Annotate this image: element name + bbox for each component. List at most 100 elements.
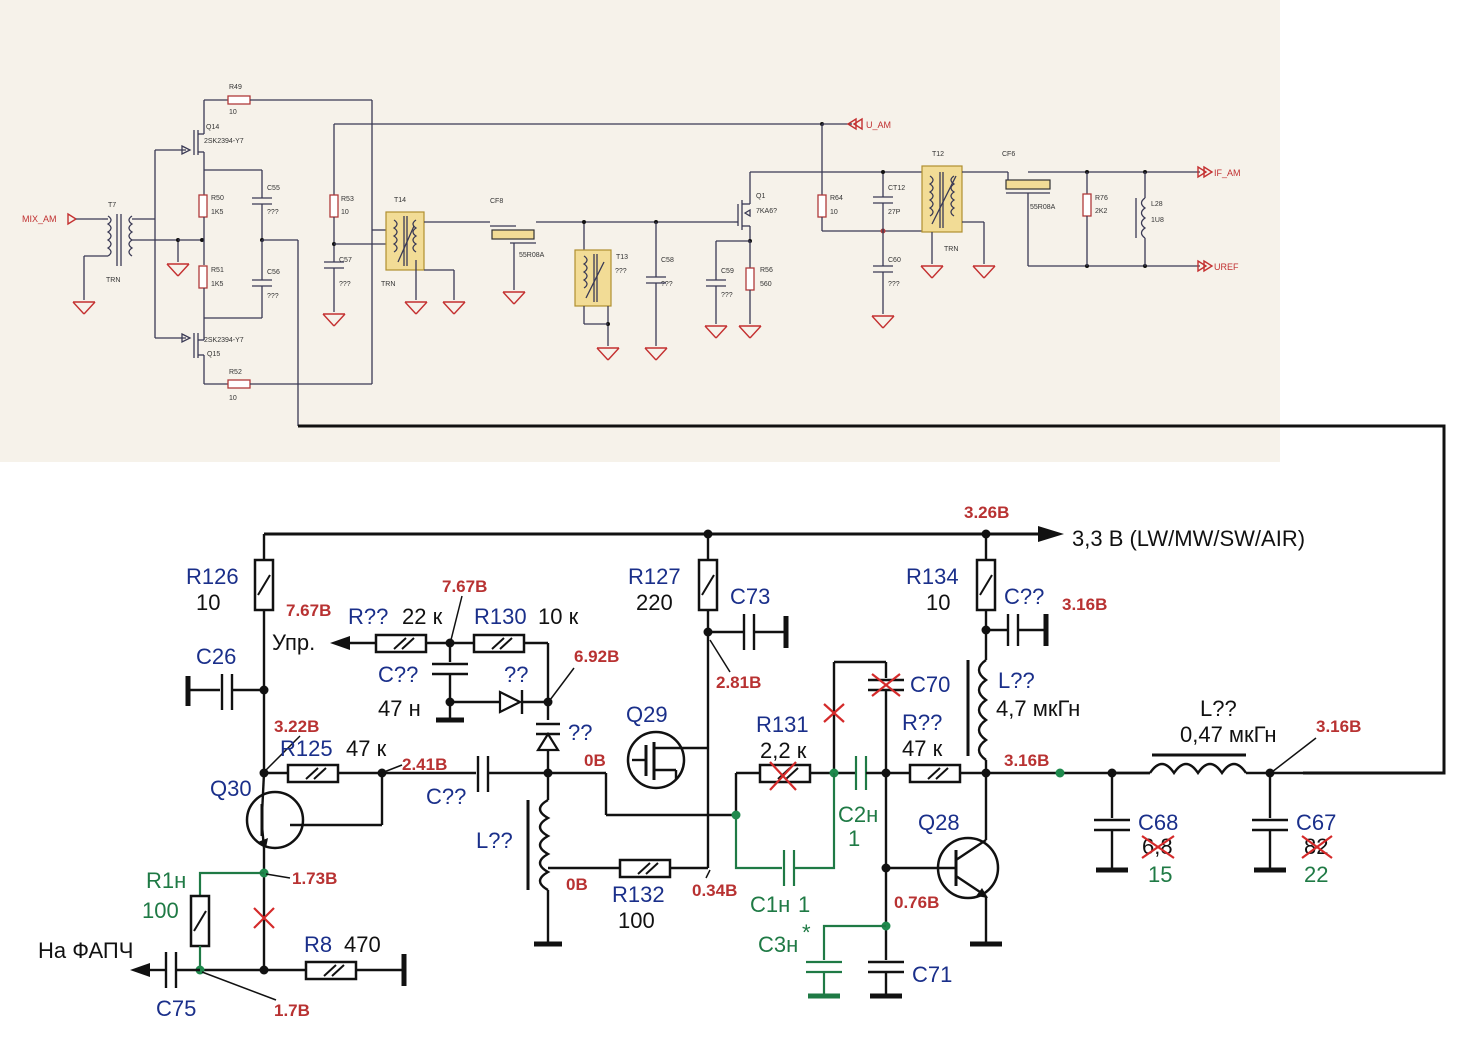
svg-text:15: 15 bbox=[1148, 862, 1172, 887]
resistor-r134: R134 10 bbox=[906, 558, 997, 615]
voltage-q29-source: 0.34В bbox=[692, 881, 737, 900]
svg-text:??: ?? bbox=[504, 662, 528, 687]
svg-text:C59: C59 bbox=[721, 268, 734, 275]
svg-text:55R08A: 55R08A bbox=[519, 252, 545, 259]
voltage-q30-collector: 3.22В bbox=[274, 717, 319, 736]
bottom-schematic-panel: 3,3 В (LW/MW/SW/AIR) 3.26В R126 10 C26 bbox=[38, 503, 1361, 1021]
capacitor-c67: C67 82 22 bbox=[1252, 773, 1336, 887]
capacitor-c75: C75 bbox=[150, 952, 200, 1021]
svg-text:C1н: C1н bbox=[750, 892, 790, 917]
voltage-tap: 0В bbox=[566, 875, 588, 894]
resistor-r52: R52 10 bbox=[204, 369, 372, 402]
svg-text:1: 1 bbox=[798, 892, 810, 917]
svg-text:1U8: 1U8 bbox=[1151, 217, 1164, 224]
svg-text:R56: R56 bbox=[760, 267, 773, 274]
svg-text:???: ??? bbox=[661, 281, 673, 288]
resistor-r126: R126 10 bbox=[186, 558, 275, 615]
svg-text:R1н: R1н bbox=[146, 868, 186, 893]
net-label-if-am: IF_AM bbox=[1214, 168, 1241, 178]
svg-text:2K2: 2K2 bbox=[1095, 208, 1108, 215]
svg-text:CT12: CT12 bbox=[888, 185, 905, 192]
svg-text:4,7 мкГн: 4,7 мкГн bbox=[996, 696, 1080, 721]
voltage-output: 3.16В bbox=[1316, 717, 1361, 736]
transistor-q28: Q28 bbox=[886, 810, 1000, 900]
svg-text:R126: R126 bbox=[186, 564, 239, 589]
inductor-output: L?? 0,47 мкГн bbox=[1149, 696, 1277, 776]
svg-text:47 к: 47 к bbox=[346, 736, 387, 761]
resistor-r132: R132 100 bbox=[612, 858, 672, 933]
svg-text:1K5: 1K5 bbox=[211, 209, 224, 216]
svg-text:T14: T14 bbox=[394, 197, 406, 204]
svg-text:C??: C?? bbox=[1004, 584, 1044, 609]
capacitor-c71: C71 bbox=[868, 960, 952, 999]
svg-text:C57: C57 bbox=[339, 257, 352, 264]
svg-text:Q15: Q15 bbox=[207, 351, 220, 358]
svg-text:470: 470 bbox=[344, 932, 381, 957]
ceramic-filter-cf6: CF6 55R08A bbox=[1002, 151, 1200, 267]
voltage-pll-node: 1.7В bbox=[274, 1001, 310, 1020]
transistor-q30: Q30 bbox=[210, 772, 305, 850]
net-label-u-am: U_AM bbox=[866, 120, 891, 130]
svg-text:R127: R127 bbox=[628, 564, 681, 589]
svg-text:Q29: Q29 bbox=[626, 702, 668, 727]
svg-text:???: ??? bbox=[888, 281, 900, 288]
svg-text:10 к: 10 к bbox=[538, 604, 579, 629]
svg-text:L??: L?? bbox=[1200, 696, 1237, 721]
transistor-q1: Q1 7KA6? bbox=[734, 171, 922, 241]
transistor-q29: Q29 bbox=[626, 702, 708, 790]
svg-text:TRN: TRN bbox=[106, 277, 120, 284]
pll-arrow-icon bbox=[130, 963, 150, 977]
transformer-t13: T13 ??? bbox=[574, 249, 628, 361]
svg-text:0,47 мкГн: 0,47 мкГн bbox=[1180, 722, 1277, 747]
ceramic-filter-cf8: CF8 55R08A bbox=[490, 198, 734, 305]
svg-text:R53: R53 bbox=[341, 196, 354, 203]
voltage-q29-drain: 2.81В bbox=[716, 673, 761, 692]
svg-text:1: 1 bbox=[848, 826, 860, 851]
svg-text:???: ??? bbox=[267, 209, 279, 216]
pll-label: На ФАПЧ bbox=[38, 938, 133, 963]
svg-text:R51: R51 bbox=[211, 267, 224, 274]
svg-text:22 к: 22 к bbox=[402, 604, 443, 629]
svg-text:2SK2394-Y7: 2SK2394-Y7 bbox=[204, 138, 244, 145]
svg-text:TRN: TRN bbox=[381, 281, 395, 288]
svg-text:10: 10 bbox=[229, 395, 237, 402]
svg-text:10: 10 bbox=[830, 209, 838, 216]
resistor-r49: R49 10 bbox=[204, 84, 372, 116]
svg-text:C67: C67 bbox=[1296, 810, 1336, 835]
svg-text:R125: R125 bbox=[280, 736, 333, 761]
svg-text:T13: T13 bbox=[616, 254, 628, 261]
capacitor-ct12: CT12 27P bbox=[872, 185, 905, 231]
voltage-supply-rail: 3.26В bbox=[964, 503, 1009, 522]
transistor-q14: Q14 2SK2394-Y7 bbox=[155, 100, 244, 195]
svg-text:R49: R49 bbox=[229, 84, 242, 91]
capacitor-c59: C59 ??? bbox=[704, 268, 734, 339]
svg-text:R131: R131 bbox=[756, 712, 809, 737]
modification-r1n: R1н 100 bbox=[142, 868, 264, 970]
resistor-r127: R127 220 bbox=[628, 558, 719, 615]
svg-text:47 к: 47 к bbox=[902, 736, 943, 761]
capacitor-c57: C57 ??? bbox=[322, 257, 352, 327]
capacitor-c55: C55 ??? bbox=[251, 170, 280, 240]
modification-c2n: C2н 1 bbox=[838, 756, 878, 851]
svg-text:R??: R?? bbox=[902, 710, 942, 735]
svg-text:L28: L28 bbox=[1151, 201, 1163, 208]
svg-text:2SK2394-Y7: 2SK2394-Y7 bbox=[204, 337, 244, 344]
voltage-gate: 0В bbox=[584, 751, 606, 770]
svg-text:L??: L?? bbox=[998, 668, 1035, 693]
svg-text:27P: 27P bbox=[888, 209, 901, 216]
svg-text:R??: R?? bbox=[348, 604, 388, 629]
svg-text:C26: C26 bbox=[196, 644, 236, 669]
net-label-uref: UREF bbox=[1214, 262, 1239, 272]
capacitor-c58: C58 ??? bbox=[644, 220, 674, 361]
svg-text:C??: C?? bbox=[378, 662, 418, 687]
resistor-r50: R50 1K5 bbox=[198, 194, 224, 218]
transistor-q15: 2SK2394-Y7 Q15 bbox=[155, 332, 244, 384]
resistor-r131: R131 2,2 к bbox=[756, 712, 812, 791]
interconnect-wire bbox=[298, 424, 1446, 775]
voltage-q30-emitter: 1.73В bbox=[292, 869, 337, 888]
svg-text:10: 10 bbox=[926, 590, 950, 615]
capacitor-c26: C26 bbox=[185, 644, 264, 710]
svg-text:C58: C58 bbox=[661, 257, 674, 264]
svg-text:560: 560 bbox=[760, 281, 772, 288]
